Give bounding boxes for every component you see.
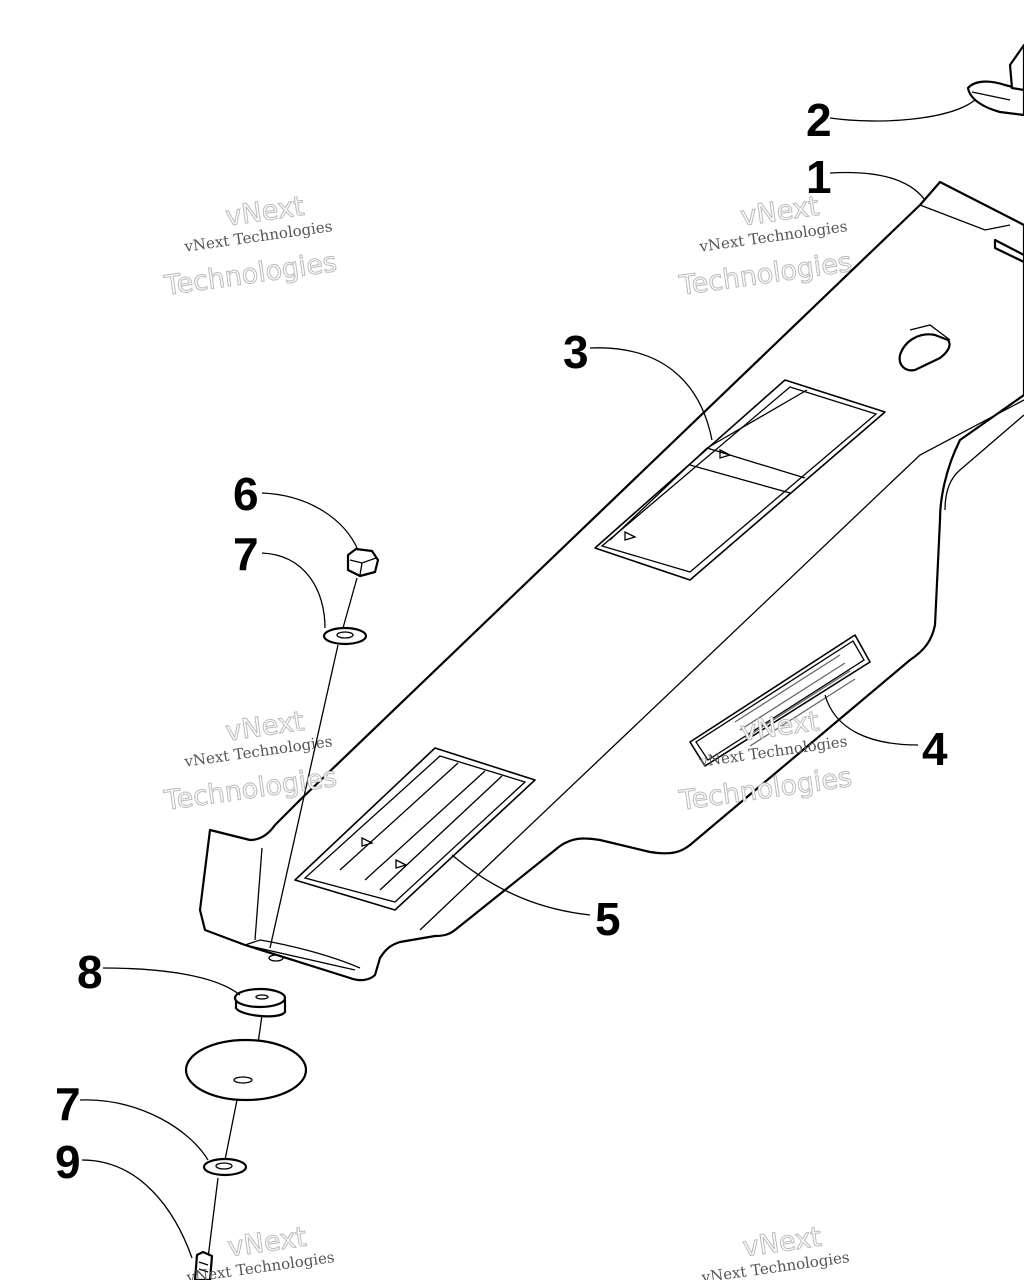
callout-6: 6 <box>233 468 259 520</box>
callout-7-upper: 7 <box>233 528 259 580</box>
watermark-1: vNext vNext Technologies Technologies <box>161 190 339 302</box>
part-6-nut <box>346 547 380 578</box>
watermark-2: vNext vNext Technologies Technologies <box>676 190 854 302</box>
part-2-clip <box>966 43 1024 117</box>
part-3-decal <box>594 379 886 581</box>
callout-4: 4 <box>922 723 948 775</box>
hardware-axis <box>207 577 358 1259</box>
pad-washer <box>184 1038 308 1102</box>
part-7-washer-upper <box>322 626 368 646</box>
callout-2: 2 <box>806 94 832 146</box>
callout-9: 9 <box>55 1136 81 1188</box>
part-5-decal <box>294 747 536 911</box>
mount-hole <box>268 954 284 962</box>
watermark-6: vNext vNext Technologies <box>700 1221 851 1280</box>
callout-3: 3 <box>563 326 589 378</box>
callout-numbers: 2 1 3 4 5 6 7 8 7 9 <box>55 94 948 1188</box>
part-7-washer-lower <box>202 1157 248 1177</box>
callout-7-lower: 7 <box>55 1078 81 1130</box>
watermark-5: vNext vNext Technologies <box>185 1221 336 1280</box>
callout-5: 5 <box>595 893 621 945</box>
part-4-label <box>689 634 871 767</box>
callout-1: 1 <box>806 151 832 203</box>
part-9-bolt <box>193 1250 214 1280</box>
leader-lines <box>79 99 976 1259</box>
part-8-spacer <box>233 987 287 1018</box>
callout-8: 8 <box>77 946 103 998</box>
